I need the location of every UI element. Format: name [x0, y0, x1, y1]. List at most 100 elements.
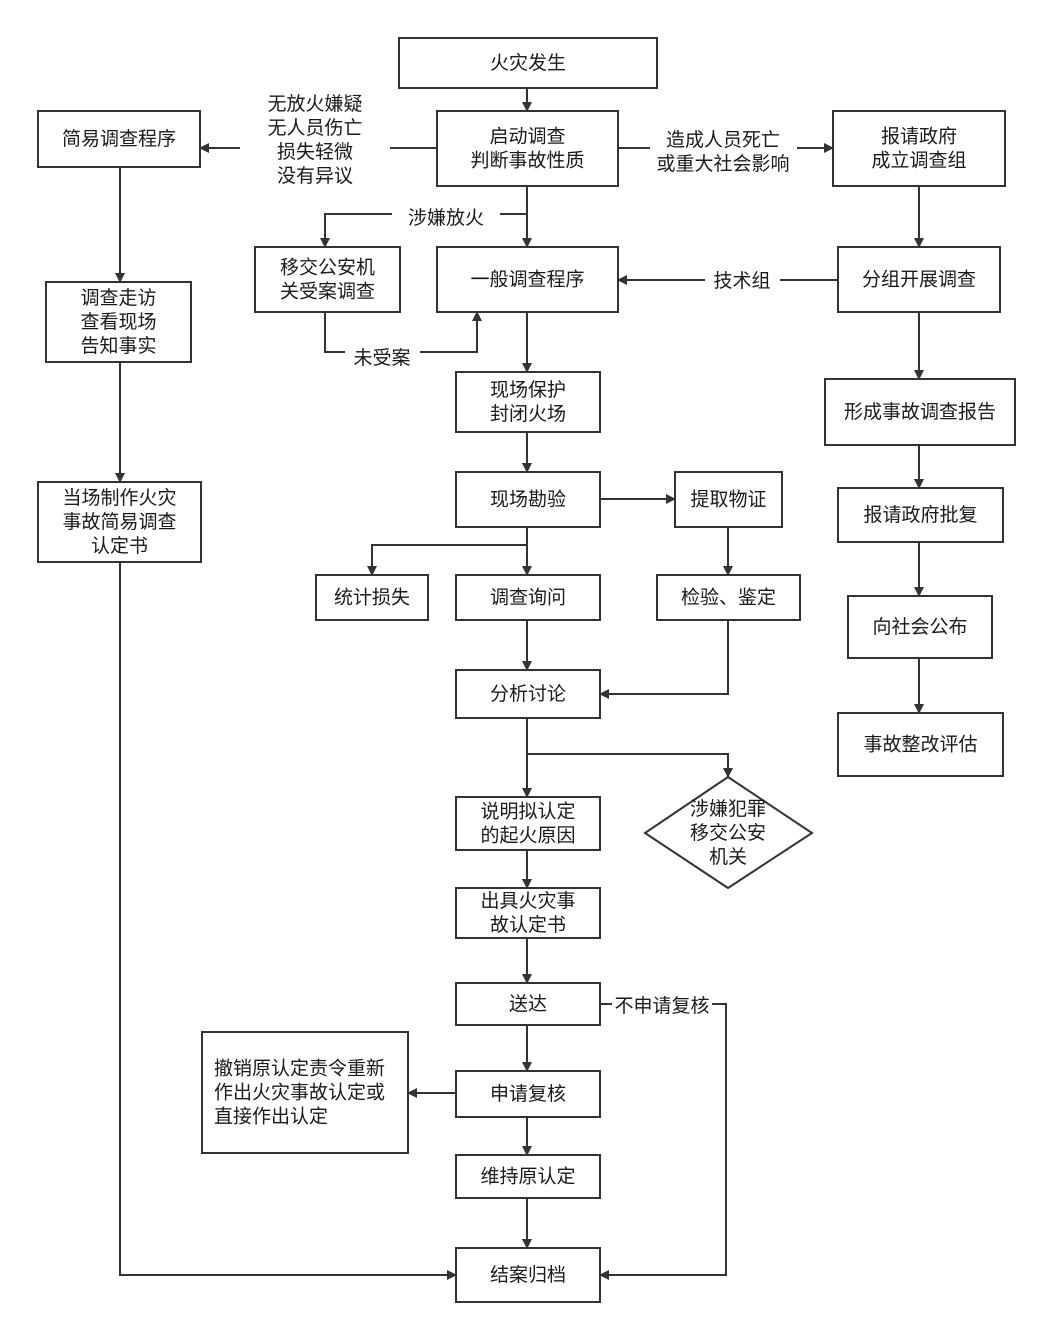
process-box: [436, 110, 619, 187]
node-label: 查看现场: [80, 311, 156, 333]
edge-label-arson: 涉嫌放火: [408, 207, 484, 229]
arrow-onsite-close: [119, 562, 457, 1280]
process-box: [455, 669, 601, 719]
process-box: [824, 378, 1016, 446]
node-label: 成立调查组: [871, 150, 966, 172]
node-label: 调查走访: [80, 287, 156, 309]
node-label: 判断事故性质: [470, 150, 584, 172]
node-label: 关受案调查: [280, 281, 375, 303]
node-label: 事故简易调查: [62, 511, 176, 533]
node-label: 报请政府批复: [863, 504, 977, 526]
node-evidence: 提取物证: [674, 471, 783, 528]
node-publish: 向社会公布: [847, 595, 993, 659]
node-label: 调查询问: [490, 587, 566, 609]
node-label: 报请政府: [881, 126, 957, 148]
arrow-police-general: [324, 312, 477, 353]
process-box: [455, 574, 601, 621]
edge-label-text: 没有异议: [277, 165, 353, 187]
node-deliver: 送达: [455, 982, 601, 1026]
arrow-survey-loss: [367, 527, 528, 576]
process-box: [847, 595, 993, 659]
decision-diamond: [643, 775, 814, 890]
node-label: 提取物证: [690, 489, 766, 511]
node-label: 分组开展调查: [862, 269, 976, 291]
node-label: 形成事故调查报告: [844, 401, 996, 423]
node-label: 机关: [709, 846, 747, 868]
node-label: 封闭火场: [490, 403, 566, 425]
arrow-deliver-close: [600, 1003, 727, 1275]
process-box: [455, 1247, 601, 1303]
process-box: [455, 471, 601, 528]
process-box: [674, 471, 783, 528]
process-box: [398, 37, 658, 89]
node-fire: 火灾发生: [398, 37, 658, 89]
node-label: 告知事实: [80, 335, 156, 357]
edge-label-text: 未受案: [353, 347, 410, 369]
process-box: [455, 1070, 601, 1118]
node-label: 故认定书: [490, 914, 566, 936]
node-label: 涉嫌犯罪: [690, 798, 766, 820]
arrow-arson-police: [325, 213, 527, 247]
process-box: [455, 371, 601, 433]
process-box: [45, 281, 192, 363]
node-label: 分析讨论: [490, 683, 566, 705]
edge-label-not-accepted: 未受案: [353, 347, 410, 369]
node-label: 维持原认定: [480, 1166, 575, 1188]
node-label: 出具火灾事: [480, 890, 575, 912]
process-box: [455, 887, 601, 939]
edge-label-text: 技术组: [713, 270, 770, 292]
node-label: 当场制作火灾: [62, 487, 176, 509]
edge-label-text: 无放火嫌疑: [267, 93, 362, 115]
process-box: [436, 246, 619, 313]
edge-label-text: 不申请复核: [614, 995, 709, 1017]
node-inspect: 检验、鉴定: [656, 574, 801, 621]
process-box: [201, 1031, 409, 1154]
node-label: 的起火原因: [480, 825, 575, 847]
node-group: 分组开展调查: [837, 246, 1001, 313]
process-box: [455, 1154, 601, 1199]
node-rectify: 事故整改评估: [837, 712, 1004, 777]
node-label: 结案归档: [490, 1264, 566, 1286]
edge-label-text: 无人员伤亡: [267, 117, 362, 139]
node-label: 申请复核: [490, 1083, 566, 1105]
process-box: [455, 982, 601, 1026]
node-label: 移交公安: [690, 822, 766, 844]
process-box: [254, 246, 401, 313]
node-label: 认定书: [91, 535, 148, 557]
node-label: 启动调查: [489, 126, 565, 148]
node-report: 形成事故调查报告: [824, 378, 1016, 446]
node-label: 检验、鉴定: [681, 587, 776, 609]
edge-label-no-review: 不申请复核: [614, 995, 709, 1017]
node-label: 直接作出认定: [214, 1106, 328, 1128]
edge-label-tech: 技术组: [713, 270, 770, 292]
process-box: [837, 712, 1004, 777]
node-loss: 统计损失: [315, 574, 429, 621]
node-label: 撤销原认定责令重新: [214, 1058, 385, 1080]
node-review: 申请复核: [455, 1070, 601, 1118]
process-box: [837, 246, 1001, 313]
node-close: 结案归档: [455, 1247, 601, 1303]
node-label: 一般调查程序: [470, 269, 584, 291]
node-label: 事故整改评估: [863, 734, 977, 756]
edge-label-text: 损失轻微: [277, 141, 353, 163]
node-survey: 现场勘验: [455, 471, 601, 528]
node-label: 向社会公布: [872, 616, 967, 638]
edge-label-text: 或重大社会影响: [656, 153, 789, 175]
node-approve: 报请政府批复: [837, 487, 1004, 543]
node-simple: 简易调查程序: [37, 110, 201, 168]
process-box: [656, 574, 801, 621]
edge-label-text: 涉嫌放火: [408, 207, 484, 229]
process-box: [837, 487, 1004, 543]
